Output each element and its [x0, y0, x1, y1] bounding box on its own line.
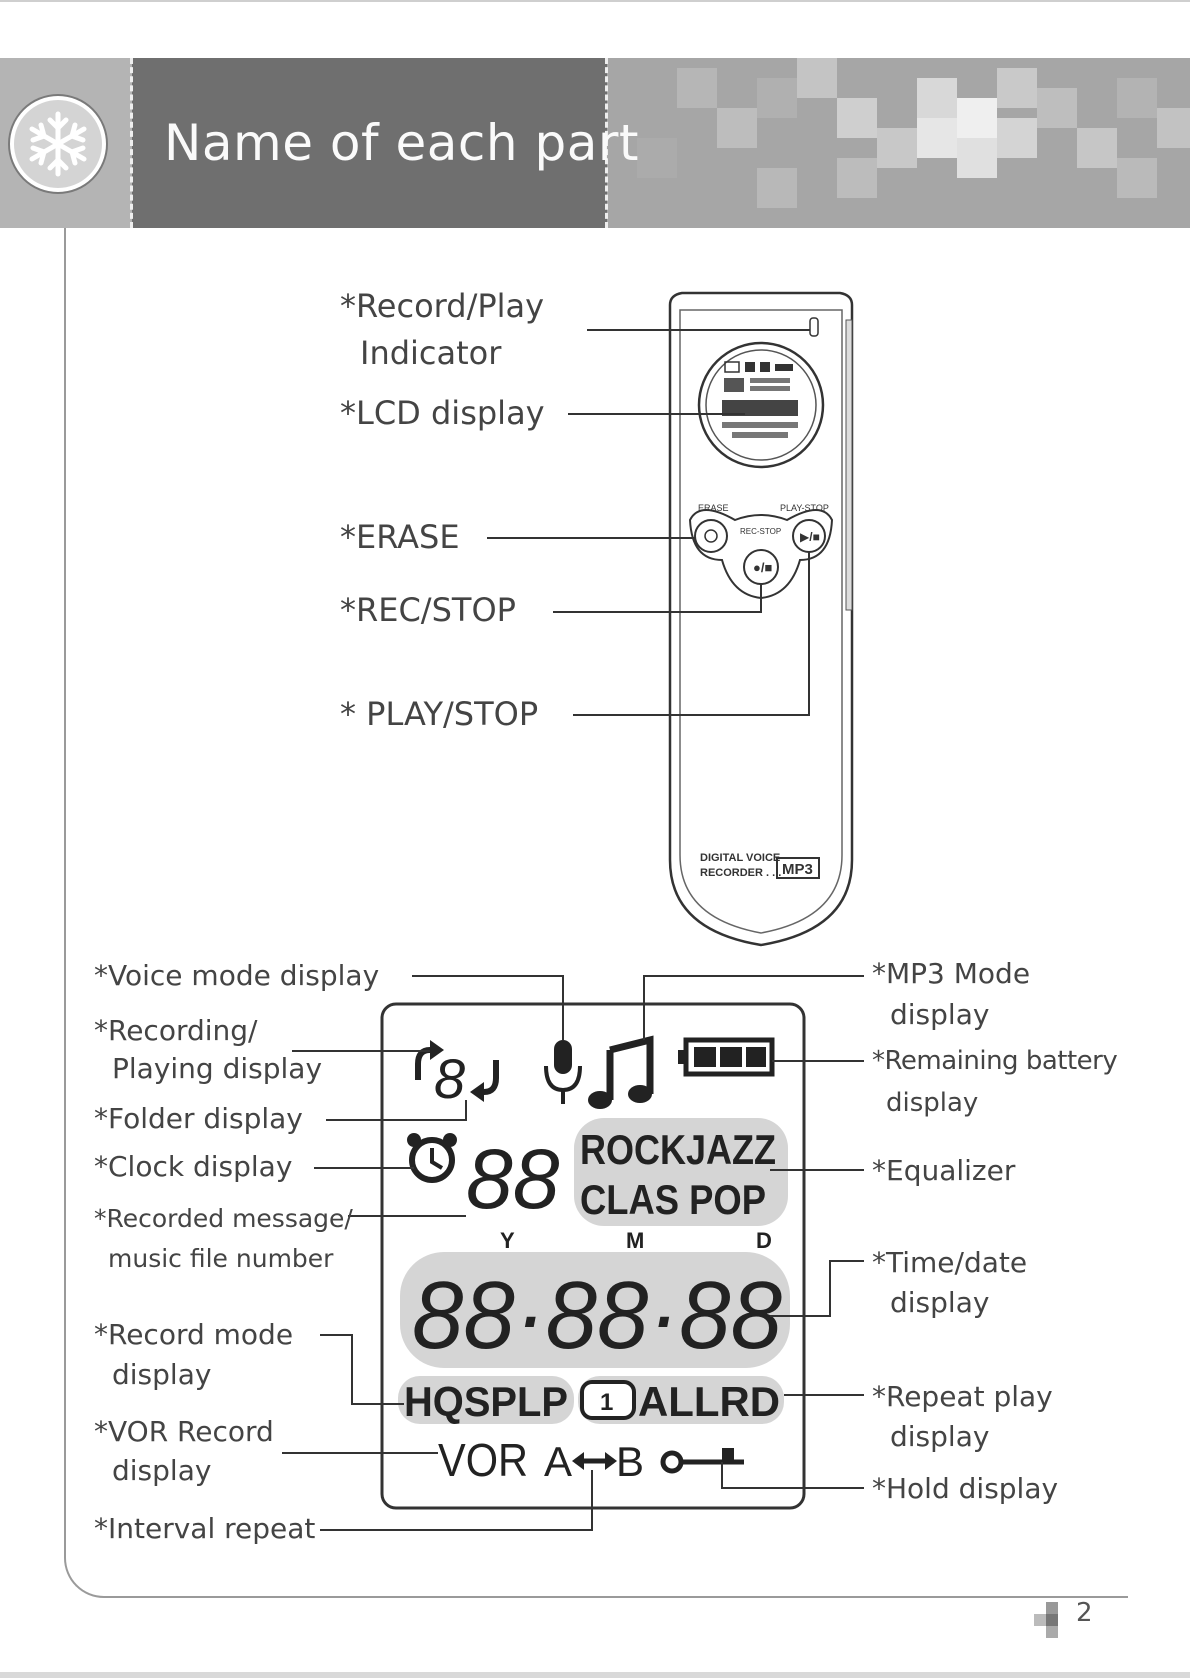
callout-time-date-2: display — [890, 1286, 990, 1319]
callout-battery-2: display — [886, 1088, 979, 1118]
eq-row-1: ROCKJAZZ — [580, 1126, 776, 1173]
control-buttons: ●/■ ▶/■ ERASE PLAY-STOP REC-STOP — [688, 503, 834, 600]
callout-message-2: music file number — [108, 1244, 334, 1273]
equalizer-band — [574, 1118, 788, 1226]
callout-interval: *Interval repeat — [94, 1512, 316, 1545]
date-label-d: D — [756, 1228, 772, 1253]
vor-text: VOR — [438, 1434, 528, 1486]
repeat-text: ALLRD — [638, 1378, 780, 1425]
callout-erase: *ERASE — [340, 518, 460, 556]
callout-record-mode-2: display — [112, 1358, 212, 1391]
erase-button[interactable] — [694, 519, 728, 553]
callout-hold: *Hold display — [872, 1472, 1059, 1505]
music-note-icon — [588, 1035, 654, 1109]
callout-record-play-2: Indicator — [360, 334, 502, 372]
microphone-icon — [544, 1040, 582, 1104]
callout-time-date: *Time/date — [872, 1246, 1028, 1279]
repeat-number: 1 — [600, 1389, 613, 1416]
callout-mp3-mode: *MP3 Mode — [872, 957, 1031, 990]
callout-repeat-2: display — [890, 1420, 990, 1453]
callout-folder: *Folder display — [94, 1102, 303, 1135]
page-corner-icon — [1034, 1602, 1058, 1638]
banner-mosaic — [607, 58, 1190, 228]
leader-lines-lcd — [282, 975, 864, 1531]
date-label-m: M — [626, 1228, 644, 1253]
callout-voice-mode: *Voice mode display — [94, 959, 380, 992]
bottom-rule — [0, 1672, 1190, 1678]
hold-key-icon — [660, 1448, 744, 1474]
rec-stop-label: REC-STOP — [740, 527, 781, 536]
eq-row-2: CLAS POP — [580, 1176, 766, 1223]
record-play-indicator — [809, 317, 819, 337]
small-lcd-display — [697, 341, 825, 469]
callout-mp3-mode-2: display — [890, 998, 990, 1031]
page-title: Name of each part — [164, 114, 640, 172]
callout-battery: *Remaining battery — [872, 1046, 1118, 1076]
callout-rec-stop: *REC/STOP — [340, 591, 516, 629]
section-banner: Name of each part — [0, 58, 1190, 228]
battery-icon — [678, 1037, 775, 1077]
recorder-body — [668, 291, 854, 947]
mp3-badge: MP3 — [782, 861, 813, 878]
callout-vor: *VOR Record — [94, 1415, 274, 1448]
callout-record-play: *Record/Play — [340, 287, 545, 325]
brand-line-1: DIGITAL VOICE — [700, 852, 780, 864]
callout-vor-2: display — [112, 1454, 212, 1487]
svg-text:●/■: ●/■ — [753, 560, 772, 575]
callout-message: *Recorded message/ — [94, 1204, 353, 1233]
callout-recording: *Recording/ — [94, 1014, 258, 1047]
snowflake-badge — [10, 96, 106, 192]
alarm-clock-icon — [407, 1133, 457, 1183]
time-date-digits: 88·88·88 — [412, 1262, 782, 1369]
time-date-band — [400, 1252, 790, 1368]
play-stop-label: PLAY-STOP — [780, 503, 829, 513]
folder-digit: 8 — [434, 1047, 465, 1110]
brand-plate: DIGITAL VOICE RECORDER . . . MP3 — [700, 852, 820, 879]
callout-clock: *Clock display — [94, 1150, 293, 1183]
page-number: 2 — [1076, 1598, 1093, 1628]
date-label-y: Y — [500, 1228, 515, 1253]
callout-lcd: *LCD display — [340, 394, 545, 432]
footer-rule — [104, 1596, 1128, 1598]
callout-repeat: *Repeat play — [872, 1380, 1053, 1413]
snowflake-icon — [29, 111, 87, 177]
double-arrow-icon — [572, 1452, 617, 1470]
svg-text:▶/■: ▶/■ — [800, 530, 820, 544]
callout-record-mode: *Record mode — [94, 1318, 294, 1351]
callout-equalizer: *Equalizer — [872, 1154, 1016, 1187]
callout-play-stop: * PLAY/STOP — [340, 695, 539, 733]
leader-lines-top — [487, 329, 810, 716]
callout-recording-2: Playing display — [112, 1052, 323, 1085]
record-mode-band — [398, 1376, 574, 1424]
banner-title-panel — [132, 58, 607, 228]
erase-label: ERASE — [698, 503, 729, 513]
record-mode-text: HQSPLP — [404, 1378, 568, 1425]
mosaic-pattern — [607, 58, 1190, 228]
brand-line-2: RECORDER . . . — [700, 867, 781, 879]
top-rule — [0, 0, 1190, 2]
ab-b-text: B — [616, 1438, 644, 1485]
ab-a-text: A — [544, 1438, 572, 1485]
banner-divider — [130, 58, 133, 228]
repeat-one-icon — [580, 1380, 636, 1420]
file-number-digits: 88 — [466, 1132, 560, 1226]
banner-divider — [605, 58, 608, 228]
lcd-enlargement: 8 88 ROCKJ — [380, 1002, 806, 1510]
